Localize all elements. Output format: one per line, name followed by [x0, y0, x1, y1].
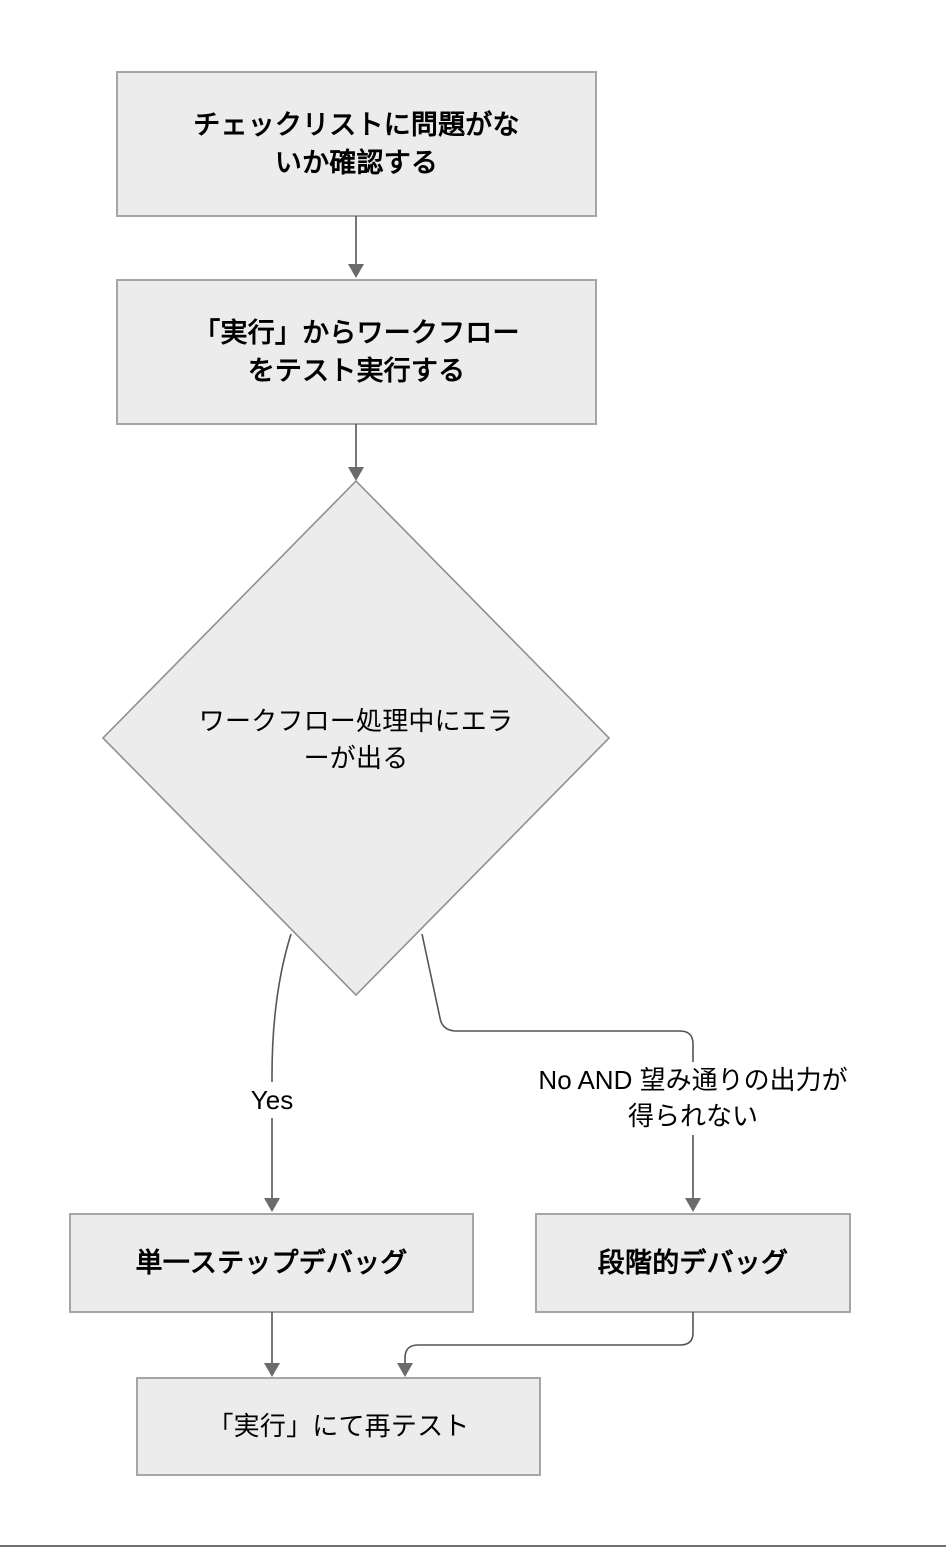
- node-single-shape[interactable]: [69, 1213, 474, 1313]
- edge-single-to-retest: [264, 1312, 280, 1377]
- node-stepwise-shape[interactable]: [535, 1213, 851, 1313]
- edge-stepwise-to-retest: [397, 1312, 694, 1377]
- node-start-shape[interactable]: [116, 71, 597, 217]
- node-retest-shape[interactable]: [136, 1377, 541, 1476]
- edge-label-no-and-output: No AND 望み通りの出力が 得られない: [498, 1062, 888, 1135]
- edge-label-yes: Yes: [212, 1082, 332, 1119]
- edge-run-to-decide: [348, 424, 364, 481]
- edge-decide-to-stepwise: [421, 933, 701, 1212]
- edge-start-to-run: [348, 216, 364, 278]
- edge-decide-to-single: [264, 933, 292, 1212]
- node-run-shape[interactable]: [116, 279, 597, 425]
- node-decide-shape[interactable]: [101, 479, 611, 997]
